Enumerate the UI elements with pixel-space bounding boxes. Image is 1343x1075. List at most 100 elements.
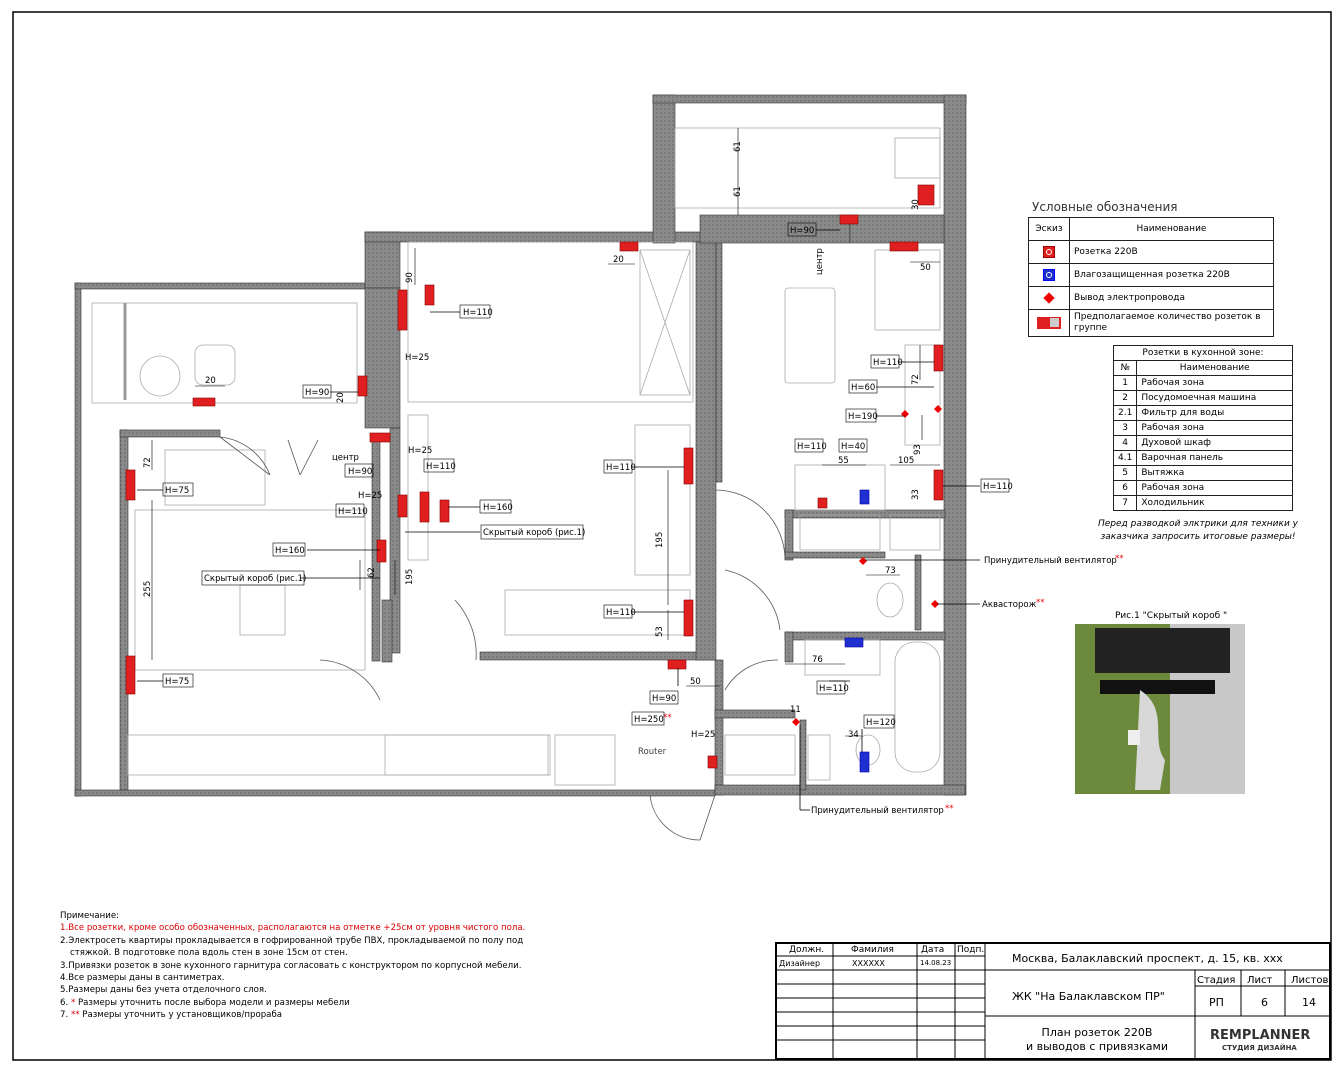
stamp-h-date: Дата	[921, 945, 945, 955]
legend-label: Предполагаемое количество розеток в груп…	[1069, 309, 1274, 337]
legend-col-sketch: Эскиз	[1028, 217, 1070, 241]
electrical-outlet-diamond-icon	[1043, 291, 1055, 304]
dim-72-a: 72	[143, 457, 153, 468]
dim-50-b: 50	[920, 263, 931, 273]
title-block: Должн. Фамилия Дата Подп. Дизайнер XXXXX…	[775, 942, 1331, 1060]
notes-title: Примечание:	[60, 911, 120, 921]
label-h110-e: Н=110	[606, 608, 636, 618]
label-h160-a: Н=160	[275, 546, 305, 556]
dim-11: 11	[790, 705, 801, 715]
remplanner-logo: REMPLANNER	[1210, 1028, 1311, 1043]
legend-row: Вывод электропровода	[1028, 286, 1274, 310]
legend-row: Влагозащищенная розетка 220В	[1028, 263, 1274, 287]
dim-90: 90	[405, 272, 415, 283]
kitchen-num: 2	[1112, 390, 1138, 406]
dim-255: 255	[143, 581, 153, 597]
dim-34: 34	[848, 730, 859, 740]
label-h110-k3: Н=110	[983, 482, 1013, 492]
label-h90-k: Н=90	[790, 226, 814, 236]
label-vent-2-mark: **	[945, 804, 954, 814]
legend-header: Эскиз Наименование	[1028, 217, 1274, 241]
label-h75-a: Н=75	[165, 486, 189, 496]
label-boxes	[162, 222, 1010, 729]
kitchen-name: Варочная панель	[1136, 450, 1293, 466]
stamp-name: XXXXXX	[852, 959, 885, 968]
label-hidden-box-2: Скрытый короб (рис.1)	[483, 528, 585, 538]
note-6-num: 6.	[60, 997, 69, 1008]
kitchen-col-num: №	[1112, 360, 1138, 376]
label-h110-b: Н=110	[338, 507, 368, 517]
legend-title: Условные обозначения	[1032, 200, 1178, 214]
label-h75-b: Н=75	[165, 677, 189, 687]
stamp-address: Москва, Балаклавский проспект, д. 15, кв…	[1012, 952, 1283, 965]
hidden-box-photo	[1075, 624, 1245, 794]
kitchen-col-name: Наименование	[1136, 360, 1293, 376]
label-h90-c: Н=90	[652, 694, 676, 704]
label-h25-c: Н=25	[408, 446, 432, 456]
dim-55: 55	[838, 456, 849, 466]
dim-61-a: 61	[733, 141, 743, 152]
stamp-sheets: 14	[1302, 996, 1316, 1009]
legend-row: Предполагаемое количество розеток в груп…	[1028, 309, 1274, 337]
label-h160-b: Н=160	[483, 503, 513, 513]
stamp-h-sign: Подп.	[957, 945, 985, 955]
stamp-date: 14.08.23	[920, 959, 952, 967]
note-2b: стяжкой. В подготовке пола вдоль стен в …	[70, 948, 348, 959]
dim-20-c: 20	[613, 255, 624, 265]
dimension-labels: 20 90 20 72 255 62 195 195 53 50 20 61 6…	[143, 141, 931, 740]
kitchen-name: Посудомоечная машина	[1136, 390, 1293, 406]
dim-76: 76	[812, 655, 823, 665]
stamp-h-name: Фамилия	[851, 945, 894, 955]
label-hidden-box-1: Скрытый короб (рис.1)	[204, 574, 306, 584]
label-h90-a: Н=90	[305, 388, 329, 398]
note-2a: 2.Электросеть квартиры прокладывается в …	[60, 935, 524, 946]
legend-label: Влагозащищенная розетка 220В	[1069, 263, 1274, 287]
note-1: 1.Все розетки, кроме особо обозначенных,…	[60, 923, 526, 934]
leader-lines	[137, 229, 980, 811]
legend-table: Эскиз Наименование Розетка 220В Влагозащ…	[1028, 217, 1274, 337]
label-h110-c: Н=110	[426, 462, 456, 472]
label-h110-k2: Н=110	[797, 442, 827, 452]
note-7: 7. ** Размеры уточнить у установщиков/пр…	[60, 1009, 540, 1021]
kitchen-name: Рабочая зона	[1136, 420, 1293, 436]
stamp-title-2: и выводов с привязками	[1026, 1040, 1168, 1053]
kitchen-num: 6	[1112, 480, 1138, 496]
sockets	[125, 184, 944, 769]
waterproof-socket-icon	[1043, 269, 1055, 281]
stamp-h-post: Должн.	[789, 945, 825, 955]
dimension-lines	[151, 128, 940, 737]
figure-caption: Рис.1 "Скрытый короб "	[1115, 611, 1228, 621]
dim-93: 93	[913, 444, 923, 455]
kitchen-name: Духовой шкаф	[1136, 435, 1293, 451]
note-5: 5.Размеры даны без учета отделочного сло…	[60, 985, 267, 996]
label-aquastor: Аквасторож	[982, 600, 1037, 610]
dim-53: 53	[655, 626, 665, 637]
dim-62: 62	[367, 567, 377, 578]
dim-195-a: 195	[405, 569, 415, 585]
label-h110-d: Н=110	[606, 463, 636, 473]
kitchen-num: 7	[1112, 495, 1138, 511]
legend-row: Розетка 220В	[1028, 240, 1274, 264]
stamp-h-sheet: Лист	[1247, 975, 1273, 986]
kitchen-num: 1	[1112, 375, 1138, 391]
note-6: 6. * Размеры уточнить после выбора модел…	[60, 997, 540, 1009]
label-vent-1-mark: **	[1115, 554, 1124, 564]
dim-20-a: 20	[205, 376, 216, 386]
note-6-text: Размеры уточнить после выбора модели и р…	[77, 997, 350, 1008]
kitchen-table-title: Розетки в кухонной зоне:	[1113, 345, 1293, 361]
doors	[219, 436, 786, 841]
waterproof-sockets	[844, 489, 870, 773]
socket-group-icon	[1037, 317, 1061, 329]
dim-195-b: 195	[655, 532, 665, 548]
stamp-stage: РП	[1209, 996, 1224, 1009]
notes-block: Примечание: 1.Все розетки, кроме особо о…	[60, 910, 540, 1022]
